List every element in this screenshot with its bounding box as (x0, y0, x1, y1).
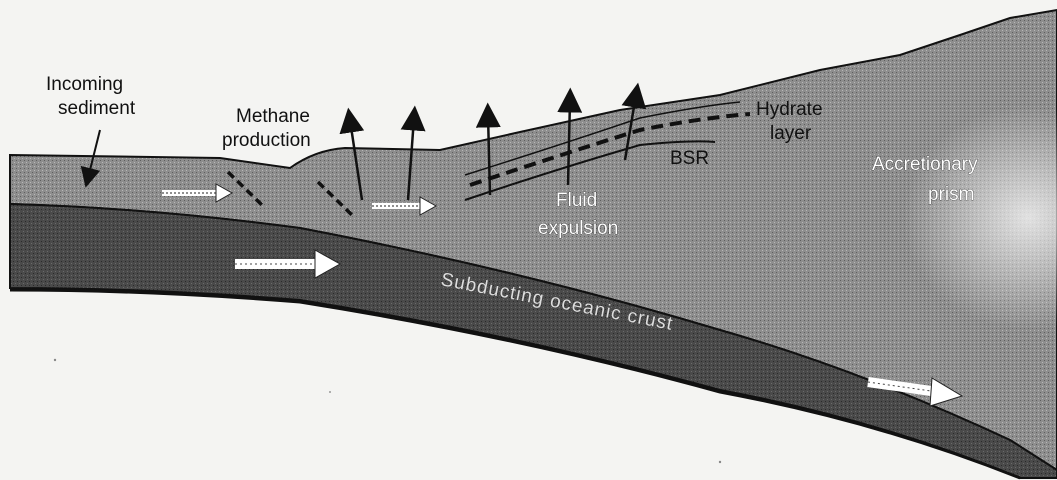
speck (719, 461, 721, 463)
incoming-sediment-label: Incoming sediment (46, 74, 136, 119)
methane-production-label: Methane production (222, 106, 315, 151)
speck (329, 391, 331, 393)
bsr-label: BSR (670, 148, 709, 169)
speck (54, 359, 56, 361)
